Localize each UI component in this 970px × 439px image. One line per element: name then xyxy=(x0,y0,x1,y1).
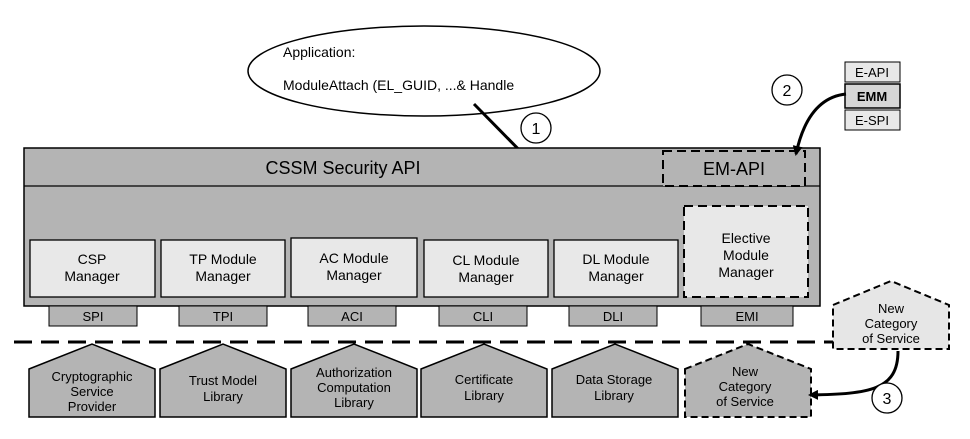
arrow-step-2 xyxy=(792,92,847,156)
step-1-marker: 1 xyxy=(520,112,552,144)
svg-text:SPI: SPI xyxy=(83,309,104,324)
svg-text:3: 3 xyxy=(883,391,892,408)
step-3-marker: 3 xyxy=(871,382,903,414)
library-data-storage: Data Storage Library xyxy=(551,343,679,418)
svg-text:DL Module: DL Module xyxy=(582,251,649,267)
library-authorization: Authorization Computation Library xyxy=(290,343,418,418)
svg-text:Cryptographic: Cryptographic xyxy=(52,369,133,384)
library-trust-model: Trust Model Library xyxy=(159,343,287,418)
svg-text:Category: Category xyxy=(719,379,772,394)
svg-text:Library: Library xyxy=(203,389,243,404)
manager-elective: Elective Module Manager xyxy=(683,205,809,298)
em-api-label: EM-API xyxy=(703,159,765,179)
e-api-label: E-API xyxy=(855,65,889,80)
svg-text:EMI: EMI xyxy=(735,309,758,324)
svg-text:CLI: CLI xyxy=(473,309,493,324)
svg-text:AC Module: AC Module xyxy=(319,250,388,266)
svg-text:Authorization: Authorization xyxy=(316,365,392,380)
emm-stack: E-API EMM E-SPI xyxy=(844,61,901,131)
svg-text:Manager: Manager xyxy=(64,268,120,284)
application-call-ellipse: Application: ModuleAttach (EL_GUID, ...&… xyxy=(247,25,601,117)
module-attach-call: ModuleAttach (EL_GUID, ...& Handle xyxy=(283,77,514,93)
svg-text:ACI: ACI xyxy=(341,309,363,324)
svg-text:Library: Library xyxy=(334,395,374,410)
e-spi-label: E-SPI xyxy=(855,113,889,128)
interface-spi: SPI xyxy=(48,305,138,327)
interface-tpi: TPI xyxy=(178,305,268,327)
svg-text:Provider: Provider xyxy=(68,399,117,414)
svg-text:Elective: Elective xyxy=(721,230,770,246)
manager-dl: DL Module Manager xyxy=(553,239,679,298)
svg-text:Computation: Computation xyxy=(317,380,391,395)
svg-text:Manager: Manager xyxy=(326,267,382,283)
interface-emi: EMI xyxy=(700,305,794,327)
em-api-box xyxy=(662,150,806,187)
svg-text:1: 1 xyxy=(532,121,541,138)
manager-cl: CL Module Manager xyxy=(423,239,549,298)
manager-ac: AC Module Manager xyxy=(290,237,418,298)
step-2-marker: 2 xyxy=(771,74,803,106)
svg-text:CL Module: CL Module xyxy=(452,252,519,268)
interface-dli: DLI xyxy=(568,305,658,327)
svg-text:2: 2 xyxy=(783,83,792,100)
svg-text:DLI: DLI xyxy=(603,309,623,324)
cssm-security-api-label: CSSM Security API xyxy=(265,158,420,178)
library-csp: Cryptographic Service Provider xyxy=(28,343,156,418)
svg-text:of Service: of Service xyxy=(862,331,920,346)
library-certificate: Certificate Library xyxy=(420,343,548,418)
emm-label: EMM xyxy=(857,89,887,104)
svg-text:Service: Service xyxy=(70,384,113,399)
svg-text:Certificate: Certificate xyxy=(455,372,514,387)
svg-text:New: New xyxy=(878,301,905,316)
manager-csp: CSP Manager xyxy=(29,239,156,298)
interface-aci: ACI xyxy=(307,305,397,327)
svg-text:CSP: CSP xyxy=(78,251,107,267)
svg-text:Library: Library xyxy=(464,388,504,403)
svg-text:Manager: Manager xyxy=(195,268,251,284)
svg-text:Data Storage: Data Storage xyxy=(576,372,653,387)
svg-text:TPI: TPI xyxy=(213,309,233,324)
svg-text:Manager: Manager xyxy=(458,269,514,285)
svg-text:Manager: Manager xyxy=(588,268,644,284)
manager-tp: TP Module Manager xyxy=(160,239,286,298)
new-service-lower: New Category of Service xyxy=(684,342,812,418)
svg-text:Manager: Manager xyxy=(718,264,774,280)
svg-text:of Service: of Service xyxy=(716,394,774,409)
svg-text:Library: Library xyxy=(594,388,634,403)
svg-text:Trust Model: Trust Model xyxy=(189,373,257,388)
interface-cli: CLI xyxy=(438,305,528,327)
svg-text:TP Module: TP Module xyxy=(189,251,257,267)
svg-text:Category: Category xyxy=(865,316,918,331)
svg-text:Module: Module xyxy=(723,247,769,263)
svg-text:New: New xyxy=(732,364,759,379)
application-label: Application: xyxy=(283,44,355,60)
new-service-upper: New Category of Service xyxy=(832,279,950,350)
